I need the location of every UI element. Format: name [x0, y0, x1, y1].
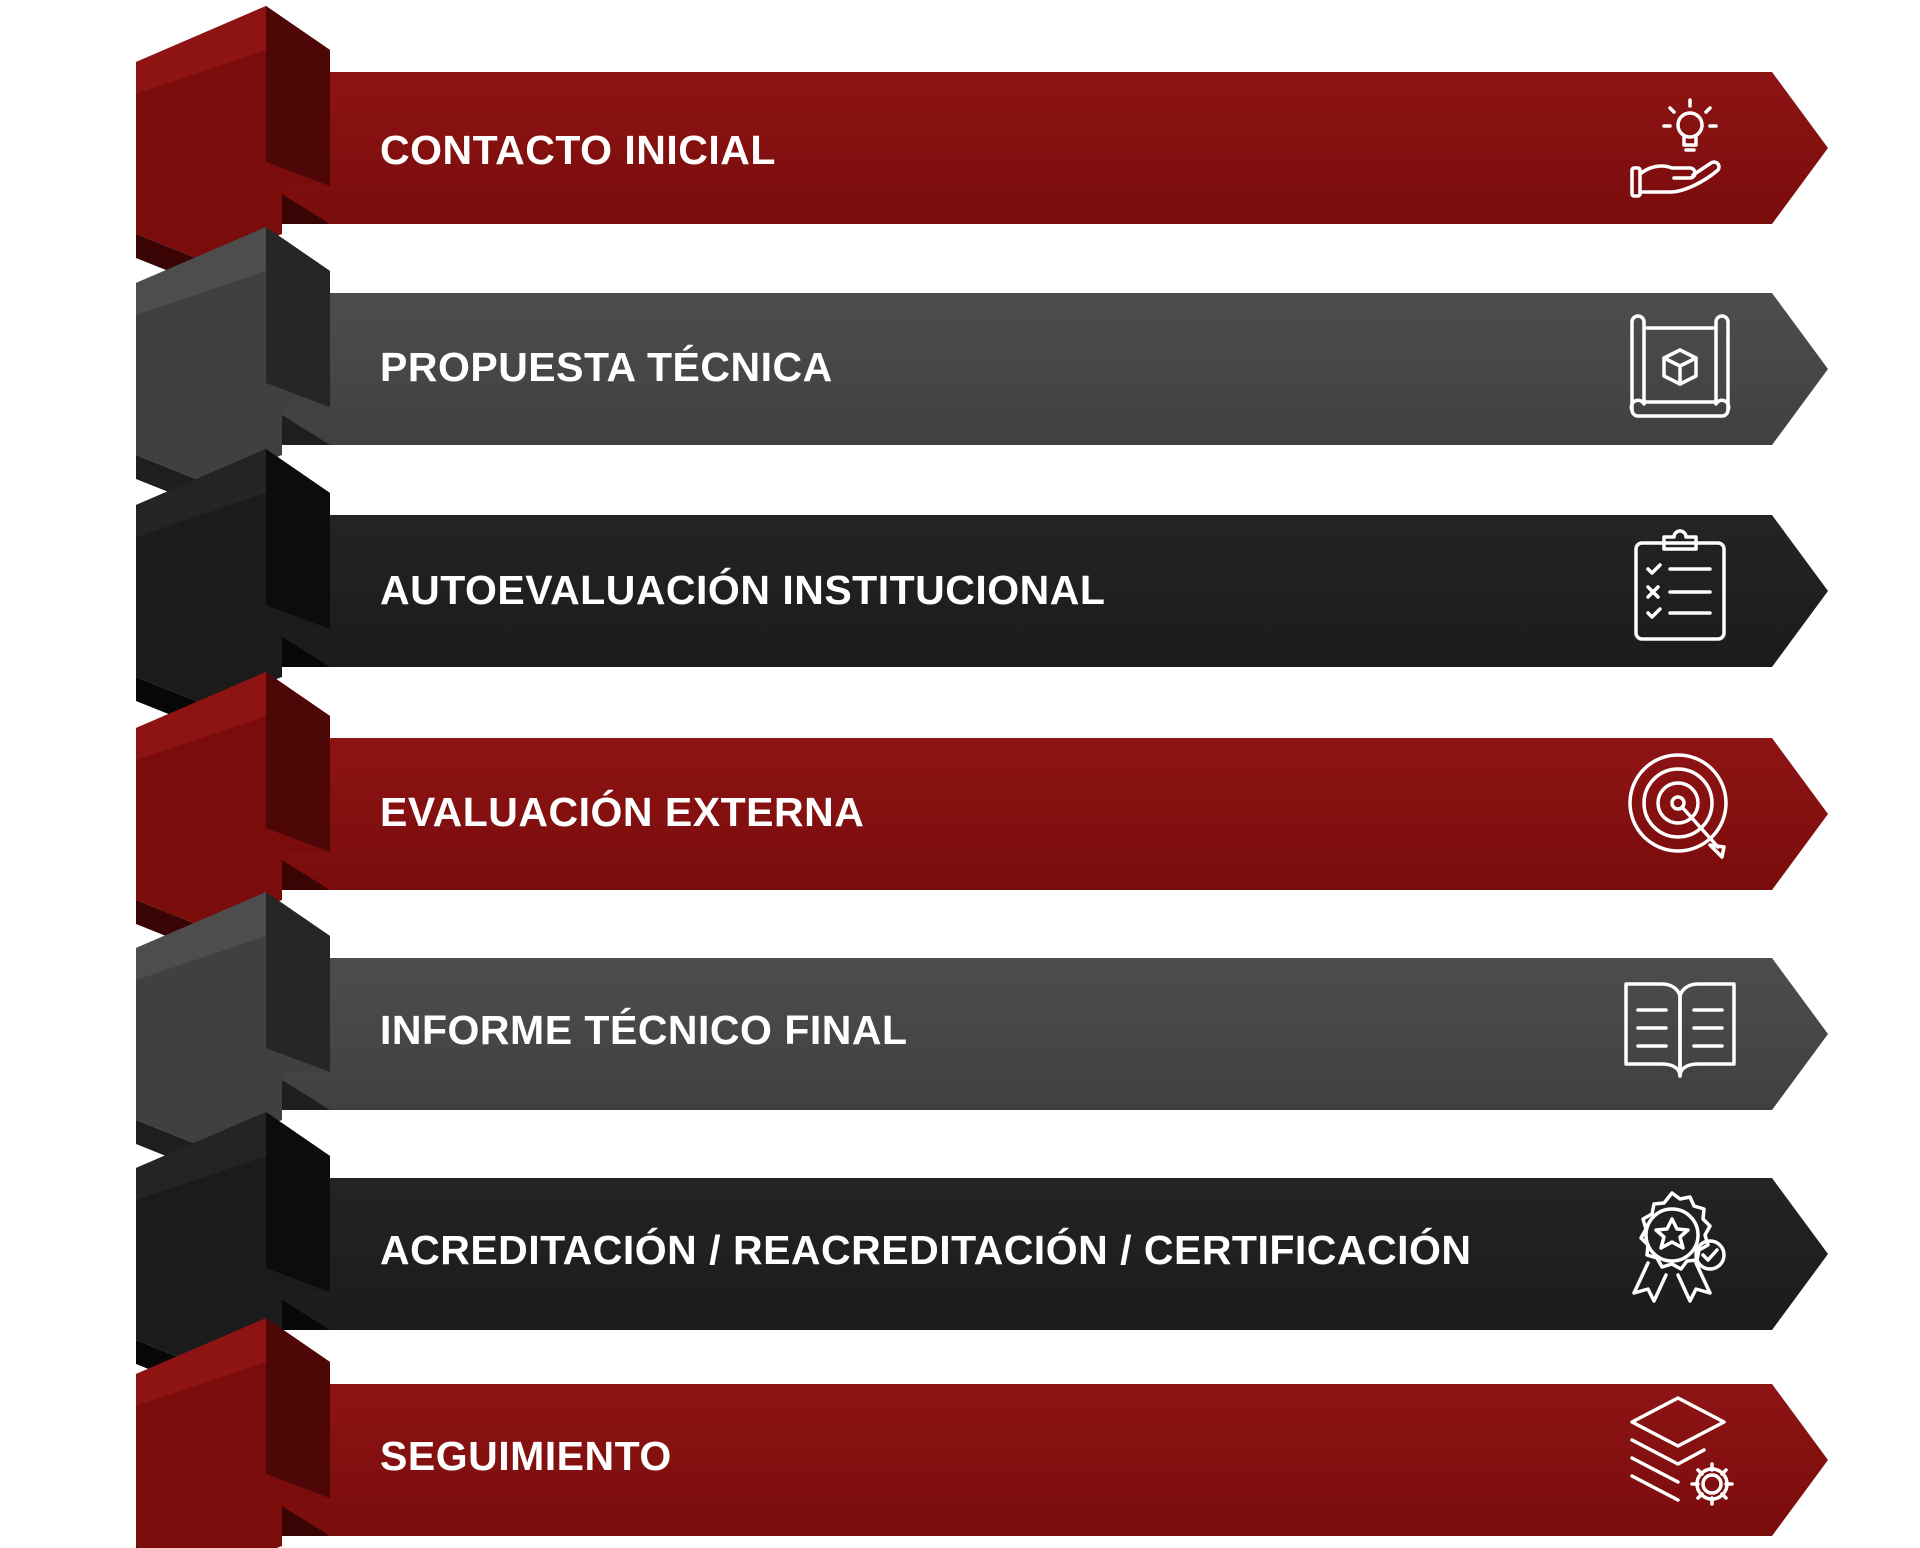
step-label-propuesta-tecnica: PROPUESTA TÉCNICA: [380, 344, 833, 390]
step-label-acreditacion: ACREDITACIÓN / REACREDITACIÓN / CERTIFIC…: [380, 1227, 1472, 1273]
step-banner-7: [282, 1384, 1828, 1536]
step-fold-shadow-3: [282, 637, 330, 667]
step-label-contacto-inicial: CONTACTO INICIAL: [380, 127, 776, 173]
step-banner-5: [282, 958, 1828, 1110]
step-tab-side-1: [266, 6, 330, 186]
step-tab-side-5: [266, 892, 330, 1072]
award-badge-icon: [1632, 1191, 1726, 1303]
step-tab-side-6: [266, 1112, 330, 1292]
layers-gear-icon: [1630, 1396, 1734, 1506]
target-icon: [1628, 753, 1728, 859]
blueprint-icon: [1629, 314, 1731, 418]
step-fold-shadow-2: [282, 415, 330, 445]
step-label-autoevaluacion: AUTOEVALUACIÓN INSTITUCIONAL: [380, 567, 1106, 613]
step-fold-shadow-7: [282, 1506, 330, 1536]
step-tab-top-2: [136, 227, 266, 315]
step-fold-shadow-6: [282, 1300, 330, 1330]
checklist-clipboard-icon: [1634, 529, 1726, 641]
idea-hand-icon: [1630, 98, 1721, 198]
step-tab-side-2: [266, 227, 330, 407]
step-tab-top-3: [136, 449, 266, 537]
step-tab-top-6: [136, 1112, 266, 1200]
step-label-informe-final: INFORME TÉCNICO FINAL: [380, 1007, 908, 1053]
step-label-seguimiento: SEGUIMIENTO: [380, 1433, 672, 1479]
step-tab-side-3: [266, 449, 330, 629]
step-fold-shadow-1: [282, 194, 330, 224]
step-tab-top-4: [136, 672, 266, 760]
step-fold-shadow-5: [282, 1080, 330, 1110]
step-banner-1: [282, 72, 1828, 224]
step-tab-top-7: [136, 1318, 266, 1406]
step-banner-3: [282, 515, 1828, 667]
step-banner-6: [282, 1178, 1828, 1330]
step-banner-4: [282, 738, 1828, 890]
step-tab-top-5: [136, 892, 266, 980]
step-tab-side-4: [266, 672, 330, 852]
step-tab-side-7: [266, 1318, 330, 1498]
step-fold-shadow-4: [282, 860, 330, 890]
open-book-icon: [1624, 982, 1736, 1078]
step-label-evaluacion-externa: EVALUACIÓN EXTERNA: [380, 789, 865, 835]
step-tab-top-1: [136, 6, 266, 94]
step-banner-2: [282, 293, 1828, 445]
